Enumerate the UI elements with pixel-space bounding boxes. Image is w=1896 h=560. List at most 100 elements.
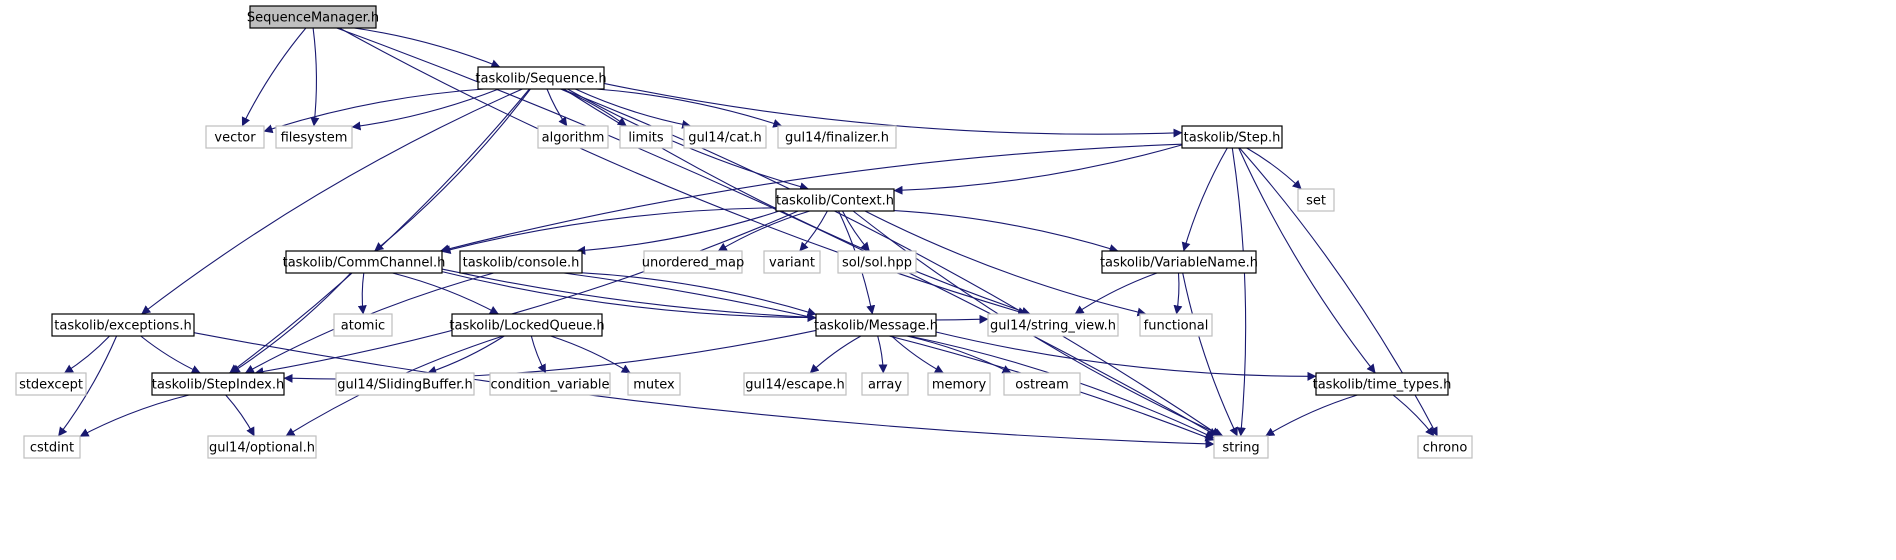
edge-taskolib_Sequence_h-to-filesystem xyxy=(351,88,499,131)
node-string: string xyxy=(1213,435,1269,459)
node-taskolib-exceptions-h[interactable]: taskolib/exceptions.h xyxy=(51,313,195,337)
node-label: mutex xyxy=(633,378,675,393)
edge-taskolib_Sequence_h-to-taskolib_Step_h xyxy=(603,82,1183,138)
node-label: atomic xyxy=(341,319,385,334)
node-box xyxy=(815,313,937,337)
node-taskolib-Context-h[interactable]: taskolib/Context.h xyxy=(775,188,895,212)
edge-taskolib_CommChannel_h-to-taskolib_LockedQueue_h xyxy=(392,272,499,315)
node-label: gul14/escape.h xyxy=(745,378,845,393)
node-box xyxy=(1101,250,1257,274)
node-memory: memory xyxy=(927,372,991,396)
node-layer: SequenceManager.h taskolib/Sequence.h vect… xyxy=(15,5,1473,459)
edge-taskolib_Sequence_h-to-taskolib_exceptions_h xyxy=(141,88,523,315)
node-taskolib-Message-h[interactable]: taskolib/Message.h xyxy=(814,313,938,337)
edge-taskolib_Step_h-to-taskolib_Context_h xyxy=(893,144,1183,195)
edge-taskolib_Message_h-to-ostream xyxy=(906,335,1012,374)
node-box xyxy=(335,372,475,396)
node-taskolib-StepIndex-h[interactable]: taskolib/StepIndex.h xyxy=(151,372,285,396)
node-label: chrono xyxy=(1423,441,1468,456)
edge-taskolib_CommChannel_h-to-atomic xyxy=(357,272,367,315)
node-label: taskolib/Message.h xyxy=(814,319,938,334)
node-box xyxy=(285,250,443,274)
edge-taskolib_Sequence_h-to-limits xyxy=(560,88,627,127)
edge-taskolib_VariableName_h-to-string xyxy=(1182,272,1238,437)
edge-taskolib_Context_h-to-sol_sol_hpp xyxy=(842,210,870,252)
node-label: ostream xyxy=(1015,378,1069,393)
edge-taskolib_Sequence_h-to-gul14_cat_h xyxy=(575,88,692,129)
node-box xyxy=(1003,372,1081,396)
node-label: taskolib/StepIndex.h xyxy=(152,378,284,393)
node-label: stdexcept xyxy=(19,378,83,393)
node-array: array xyxy=(861,372,909,396)
node-label: set xyxy=(1306,194,1326,209)
edge-taskolib_Sequence_h-to-taskolib_CommChannel_h xyxy=(374,88,531,252)
node-functional: functional xyxy=(1139,313,1213,337)
node-label: taskolib/LockedQueue.h xyxy=(449,319,604,334)
edge-taskolib_Sequence_h-to-vector xyxy=(263,88,484,134)
edge-SequenceManager_h-to-taskolib_Sequence_h xyxy=(354,27,501,69)
edge-taskolib_Sequence_h-to-algorithm xyxy=(546,88,568,127)
node-filesystem: filesystem xyxy=(275,125,353,149)
edge-taskolib_VariableName_h-to-functional xyxy=(1173,272,1183,315)
edge-taskolib_Context_h-to-taskolib_CommChannel_h xyxy=(441,207,777,254)
edge-SequenceManager_h-to-gul14_string_view_h xyxy=(339,27,1028,316)
node-taskolib-Sequence-h[interactable]: taskolib/Sequence.h xyxy=(475,66,607,90)
edge-taskolib_exceptions_h-to-stdexcept xyxy=(64,335,110,374)
node-box xyxy=(537,125,609,149)
node-label: gul14/SlidingBuffer.h xyxy=(337,378,473,393)
edge-taskolib_Message_h-to-taskolib_StepIndex_h xyxy=(283,329,817,383)
edge-taskolib_Step_h-to-set xyxy=(1246,147,1302,190)
node-label: taskolib/Sequence.h xyxy=(475,72,606,87)
node-label: vector xyxy=(214,131,256,146)
edge-taskolib_console_h-to-taskolib_Message_h xyxy=(581,272,817,317)
node-taskolib-CommChannel-h[interactable]: taskolib/CommChannel.h xyxy=(283,250,446,274)
node-gul14-finalizer-h: gul14/finalizer.h xyxy=(777,125,897,149)
node-taskolib-VariableName-h[interactable]: taskolib/VariableName.h xyxy=(1100,250,1258,274)
node-taskolib-Step-h[interactable]: taskolib/Step.h xyxy=(1181,125,1283,149)
node-taskolib-LockedQueue-h[interactable]: taskolib/LockedQueue.h xyxy=(449,313,605,337)
node-gul14-optional-h: gul14/optional.h xyxy=(207,435,317,459)
node-box xyxy=(451,313,603,337)
node-SequenceManager-h[interactable]: SequenceManager.h xyxy=(247,5,379,29)
edge-taskolib_Step_h-to-string xyxy=(1231,147,1247,437)
edge-taskolib_exceptions_h-to-taskolib_StepIndex_h xyxy=(140,335,201,374)
node-box xyxy=(1297,188,1335,212)
node-label: limits xyxy=(628,131,664,146)
node-box xyxy=(275,125,353,149)
node-label: cstdint xyxy=(30,441,74,456)
edge-taskolib_CommChannel_h-to-gul14_string_view_h xyxy=(441,268,989,324)
node-cstdint: cstdint xyxy=(23,435,81,459)
edge-taskolib_console_h-to-string xyxy=(563,272,1215,442)
edge-SequenceManager_h-to-vector xyxy=(241,27,307,127)
node-vector: vector xyxy=(205,125,265,149)
node-box xyxy=(15,372,87,396)
node-box xyxy=(207,435,317,459)
node-taskolib-time-types-h[interactable]: taskolib/time_types.h xyxy=(1313,372,1452,396)
node-box xyxy=(205,125,265,149)
node-label: unordered_map xyxy=(642,256,745,271)
node-stdexcept: stdexcept xyxy=(15,372,87,396)
node-box xyxy=(23,435,81,459)
node-label: gul14/finalizer.h xyxy=(785,131,889,146)
node-label: taskolib/exceptions.h xyxy=(54,319,191,334)
node-mutex: mutex xyxy=(627,372,681,396)
node-condition-variable: condition_variable xyxy=(489,372,611,396)
node-box xyxy=(927,372,991,396)
node-label: filesystem xyxy=(281,131,348,146)
edge-taskolib_Context_h-to-taskolib_StepIndex_h xyxy=(254,210,799,376)
edge-taskolib_Message_h-to-memory xyxy=(891,335,944,374)
node-label: taskolib/VariableName.h xyxy=(1100,256,1258,271)
edge-taskolib_time_types_h-to-chrono xyxy=(1392,394,1435,437)
node-gul14-SlidingBuffer-h: gul14/SlidingBuffer.h xyxy=(335,372,475,396)
node-box xyxy=(1213,435,1269,459)
edge-taskolib_VariableName_h-to-gul14_string_view_h xyxy=(1074,272,1158,315)
node-set: set xyxy=(1297,188,1335,212)
node-box xyxy=(51,313,195,337)
edge-taskolib_time_types_h-to-string xyxy=(1265,394,1358,437)
node-gul14-string-view-h: gul14/string_view.h xyxy=(987,313,1119,337)
node-box xyxy=(459,250,583,274)
node-taskolib-console-h[interactable]: taskolib/console.h xyxy=(459,250,583,274)
edge-taskolib_Message_h-to-array xyxy=(877,335,888,374)
edge-taskolib_Context_h-to-unordered_map xyxy=(717,210,810,252)
node-box xyxy=(627,372,681,396)
